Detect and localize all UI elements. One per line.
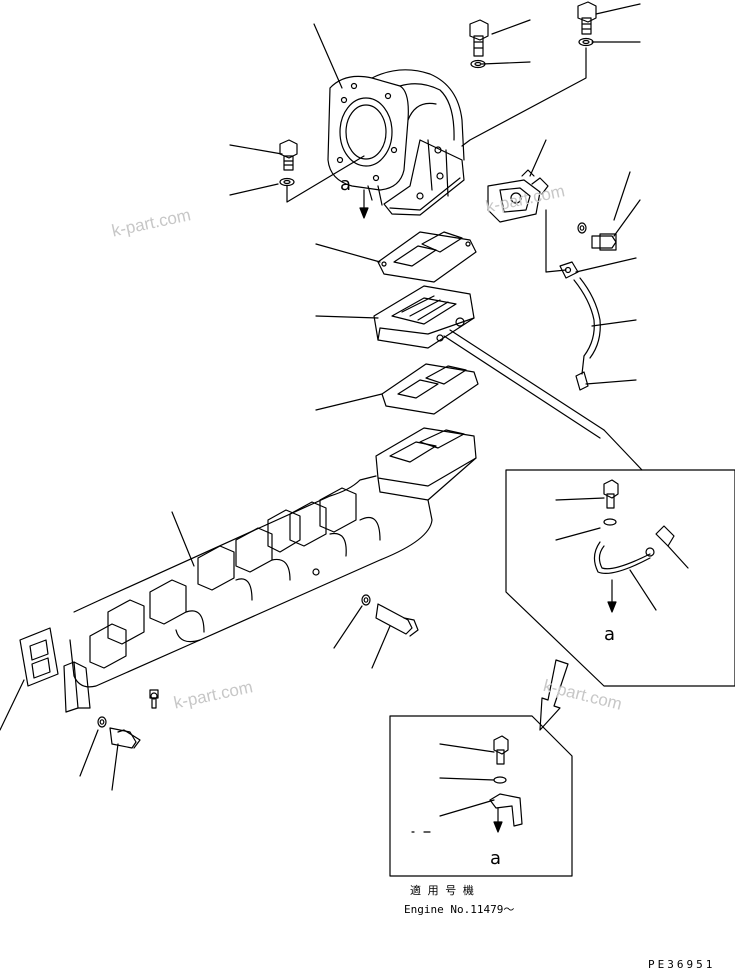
drain-plug [149,689,159,709]
direction-arrow [539,659,569,731]
view-arrow-a-main [359,189,369,219]
gasket-lower [381,363,479,415]
drawing-code: PE36951 [648,958,716,971]
oil-hose [559,261,601,391]
inset-hose-frame [505,429,735,687]
exhaust-manifold [69,427,477,700]
end-bracket [63,661,91,713]
applicability-note-title: 適 用 号 機 [410,884,474,897]
inset-bracket-parts [411,735,523,833]
bolt-left [279,139,298,171]
washer-left [279,177,295,187]
washer-lower-mid [361,594,371,606]
end-gasket [19,627,59,687]
adapter-block [373,285,605,439]
bolt-top-right [577,1,597,35]
turbocharger-housing [327,69,465,216]
view-label-a-inset-bracket: a [490,848,502,869]
view-label-a-inset-hose: a [604,624,616,645]
bolt-right-small [591,233,617,251]
applicability-note-serial: Engine No.11479～ [404,903,515,916]
washer-right-small [577,222,587,234]
bolt-lower-left [109,727,141,749]
oil-fitting-bracket [487,169,549,223]
callout-leaders [0,3,641,791]
gasket-upper [377,231,477,283]
inset-hose-parts [555,479,689,613]
washer-top-right [578,37,594,47]
bolt-lower-mid [375,603,419,637]
bolt-top-center [469,19,489,57]
washer-lower-left [97,716,107,728]
view-label-a-main: a [340,174,352,195]
inset-bracket-frame [389,715,573,877]
washer-top-center [470,59,486,69]
